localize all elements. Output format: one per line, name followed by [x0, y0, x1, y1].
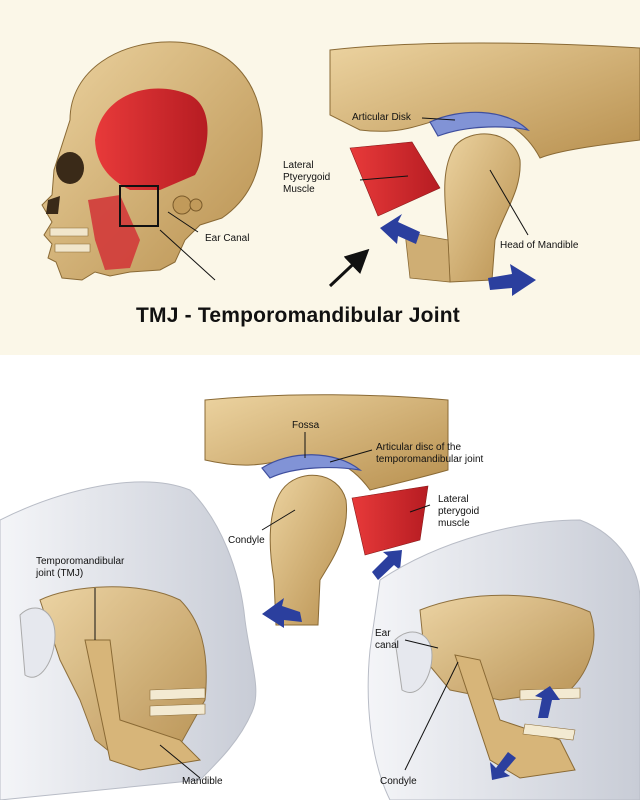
masseter-muscle [88, 195, 140, 270]
movement-arrow-right [488, 264, 536, 296]
label-ear-canal-bottom: Ear canal [375, 628, 399, 651]
skull-illustration [41, 41, 263, 281]
label-head-of-mandible: Head of Mandible [500, 240, 579, 251]
tmj-highlight-box [119, 185, 159, 227]
page-title: TMJ - Temporomandibular Joint [136, 304, 460, 327]
condyle [269, 474, 348, 626]
joint-zoom-illustration [204, 394, 449, 628]
label-condyle-right: Condyle [380, 776, 417, 787]
label-fossa: Fossa [292, 420, 320, 431]
head-open-illustration [367, 519, 640, 800]
head-of-mandible [444, 133, 521, 283]
head-closed-illustration [0, 481, 257, 800]
label-articular-disc: Articular disc of the temporomandibular … [376, 442, 484, 465]
label-articular-disk: Articular Disk [352, 112, 411, 123]
label-lateral-pterygoid-top: Lateral Ptyerygoid Muscle [283, 160, 331, 195]
lateral-pterygoid-muscle [349, 141, 441, 217]
temporalis-muscle [95, 88, 208, 190]
pointer-arrow [328, 248, 370, 288]
label-mandible: Mandible [182, 776, 223, 787]
movement-arrow-left-bottom [262, 598, 302, 628]
articular-disk [429, 111, 530, 137]
lateral-pterygoid-muscle-bottom [351, 485, 429, 556]
movement-arrow-left [380, 214, 420, 244]
mandible-open [454, 654, 576, 779]
movement-arrow-up-right [535, 686, 560, 718]
label-tmj: Temporomandibular joint (TMJ) [36, 556, 125, 579]
tmj-zoom-illustration [159, 42, 640, 296]
movement-arrow-up [372, 550, 402, 580]
movement-arrow-down-right [490, 752, 516, 780]
mandible [84, 639, 202, 771]
label-ear-canal-top: Ear Canal [205, 233, 250, 244]
label-lateral-pterygoid-bottom: Lateral pterygoid muscle [438, 494, 480, 529]
label-condyle-center: Condyle [228, 535, 265, 546]
